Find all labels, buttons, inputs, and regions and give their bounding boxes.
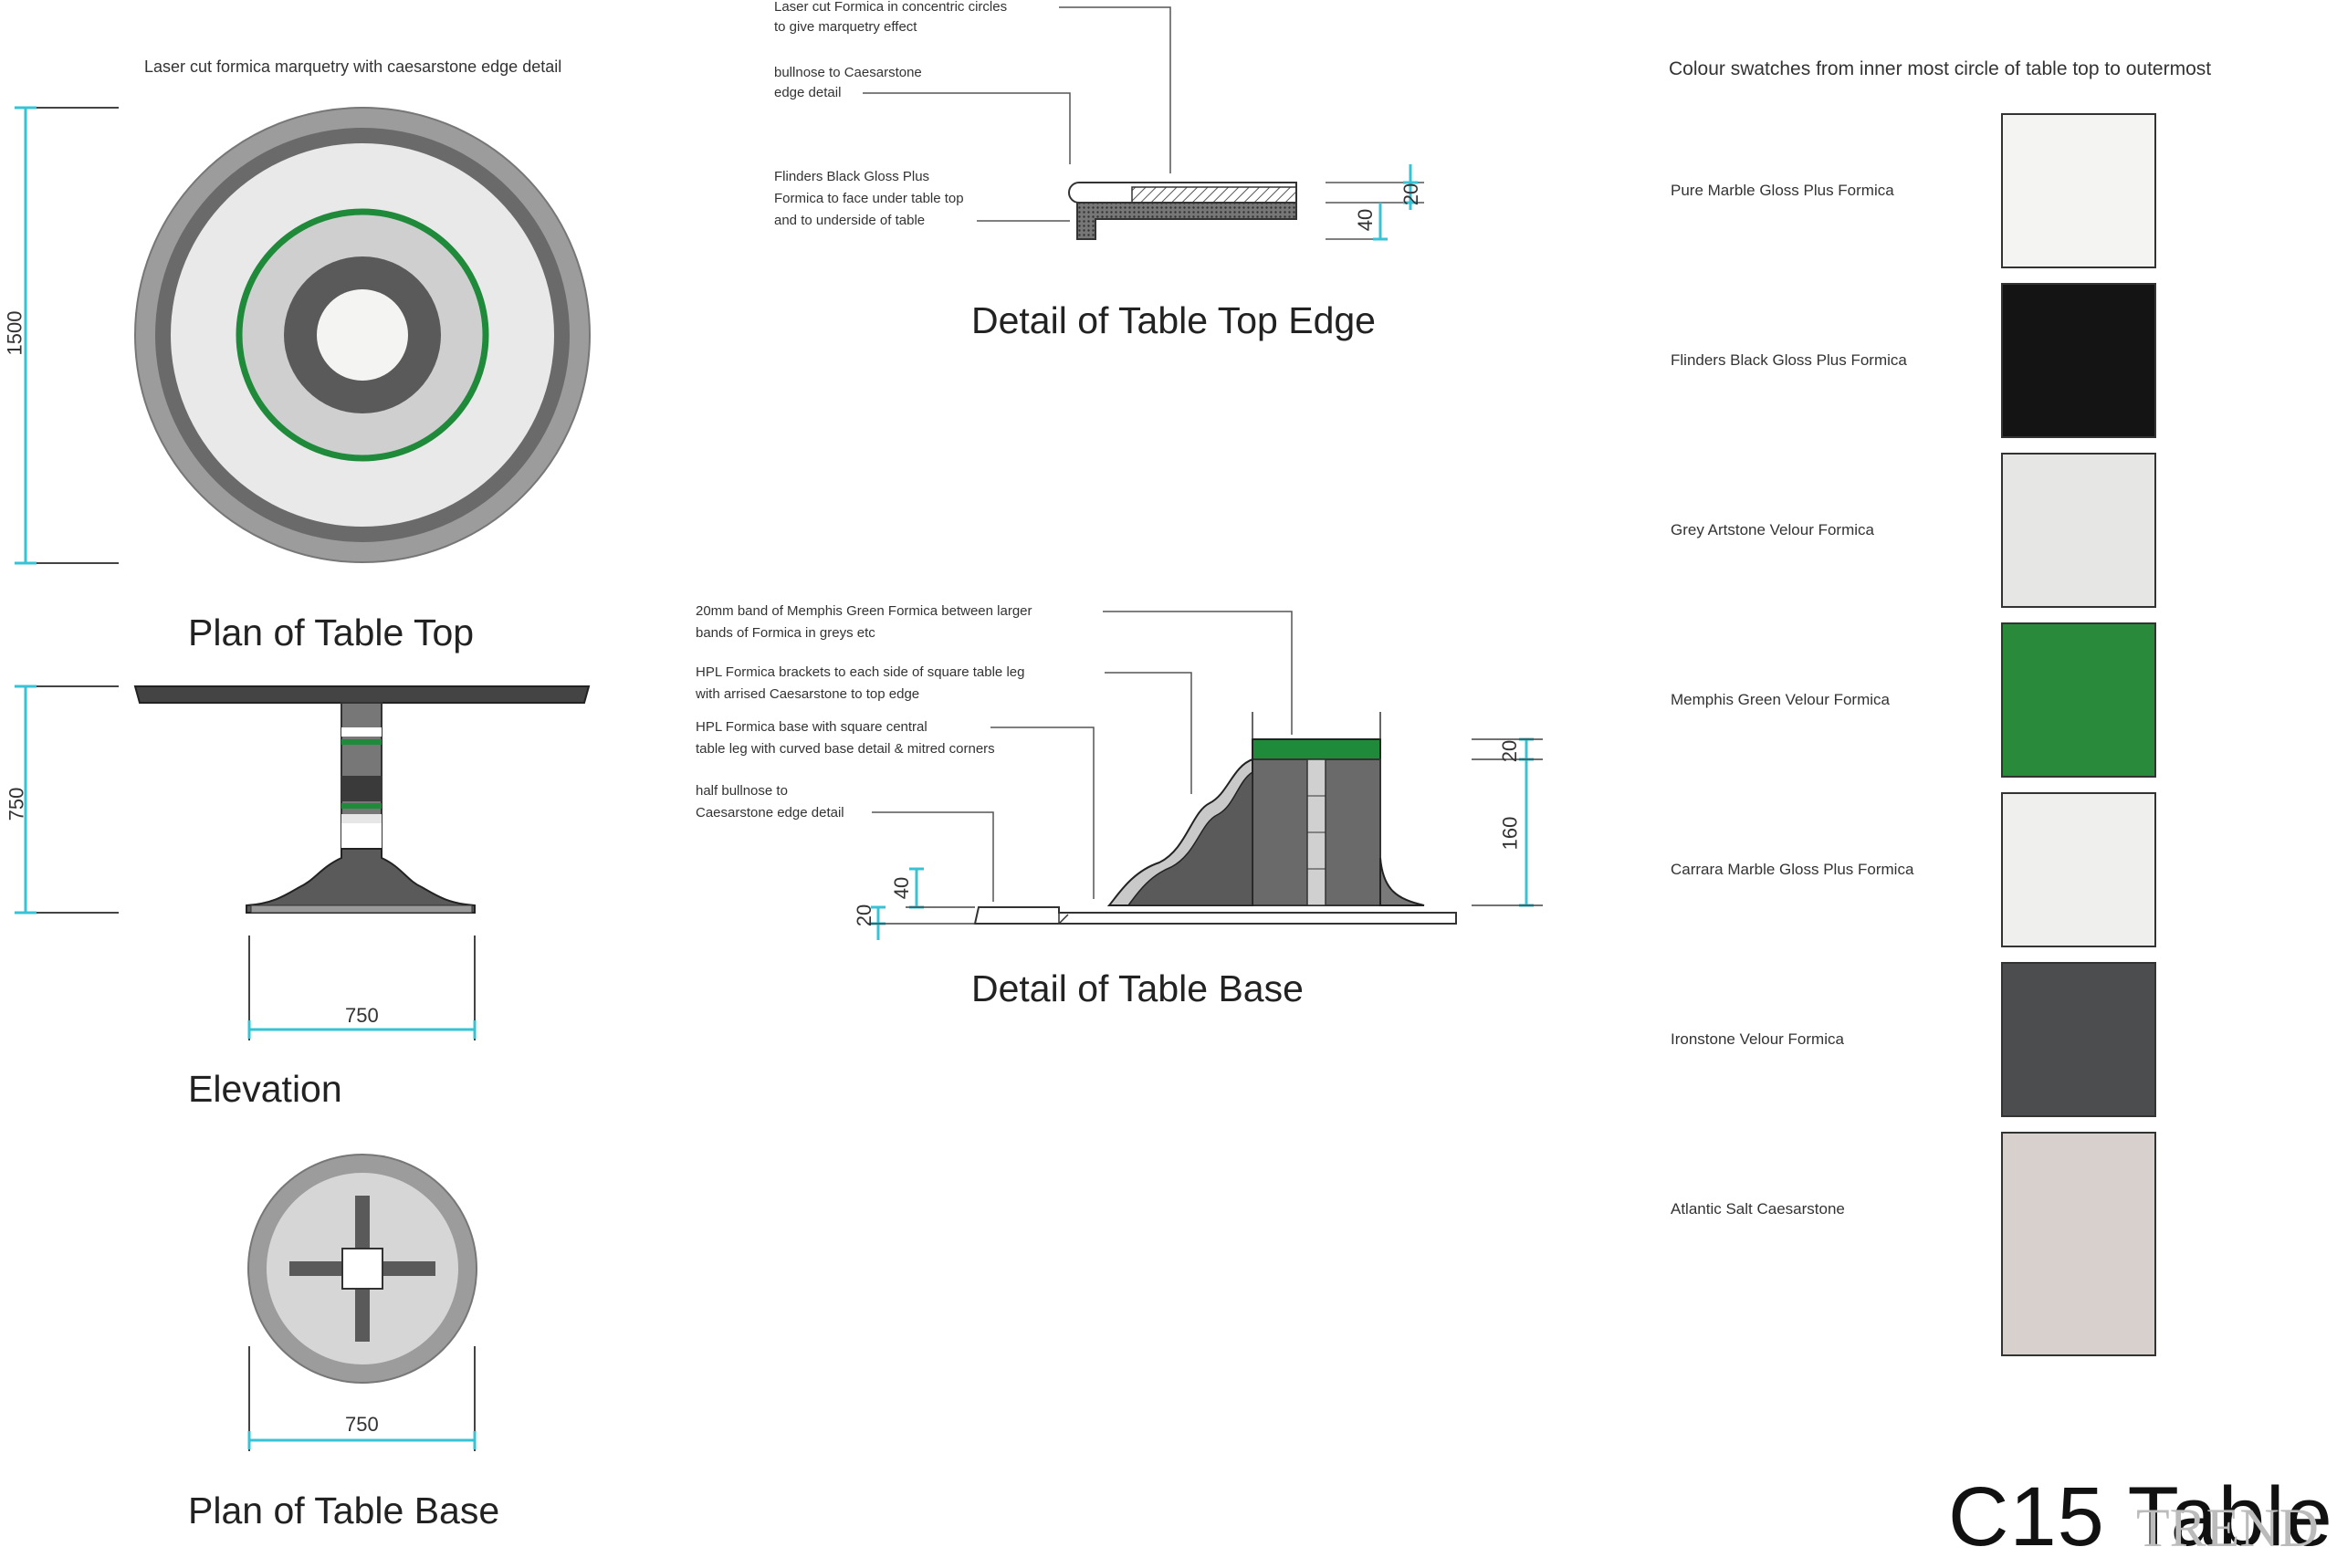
swatch-memphis-green <box>2001 622 2156 778</box>
detail-top-edge-leaders <box>863 6 1424 240</box>
swatch-label-memphis-green: Memphis Green Velour Formica <box>1671 691 1890 708</box>
swatch-pure-marble <box>2001 113 2156 268</box>
swatch-ironstone <box>2001 962 2156 1117</box>
base-dim-160: 160 <box>1498 816 1522 851</box>
base-dim-20-right: 20 <box>1498 739 1522 763</box>
base-note-7: half bullnose to <box>696 783 788 799</box>
plan-top-caption: Plan of Table Top <box>188 612 475 653</box>
plan-table-top-drawing <box>134 107 591 563</box>
plan-top-dimension-line <box>15 106 119 565</box>
detail-top-edge-caption: Detail of Table Top Edge <box>971 299 1376 341</box>
plan-top-dimension-label: 1500 <box>3 310 26 356</box>
plan-table-base-drawing <box>247 1154 477 1384</box>
plan-base-dimension <box>247 1346 477 1451</box>
detail-base-caption: Detail of Table Base <box>971 967 1304 1009</box>
base-note-4: with arrised Caesarstone to top edge <box>696 686 920 702</box>
watermark: TREND <box>2136 1498 2319 1558</box>
swatch-label-grey-artstone: Grey Artstone Velour Formica <box>1671 521 1874 538</box>
elevation-width-label: 750 <box>345 1004 379 1027</box>
base-dim-20-left: 20 <box>853 904 876 927</box>
top-edge-dim-20: 20 <box>1399 183 1423 206</box>
base-note-1: 20mm band of Memphis Green Formica betwe… <box>696 603 1032 619</box>
swatch-label-flinders-black: Flinders Black Gloss Plus Formica <box>1671 351 1907 369</box>
base-note-5: HPL Formica base with square central <box>696 719 927 735</box>
swatch-grey-artstone <box>2001 453 2156 608</box>
base-note-3: HPL Formica brackets to each side of squ… <box>696 664 1025 680</box>
detail-base-leaders <box>872 611 1293 902</box>
detail-top-edge-drawing <box>1068 182 1297 240</box>
elevation-drawing <box>133 685 591 914</box>
swatches-heading: Colour swatches from inner most circle o… <box>1669 58 2212 79</box>
elevation-height-dimension <box>15 685 119 915</box>
base-note-6: table leg with curved base detail & mitr… <box>696 741 995 757</box>
elevation-caption: Elevation <box>188 1068 342 1110</box>
plan-base-width-label: 750 <box>345 1413 379 1436</box>
drawing-title: C15 Table <box>1948 1470 2333 1563</box>
swatch-flinders-black <box>2001 283 2156 438</box>
elevation-height-label: 750 <box>5 787 28 821</box>
detail-base-drawing <box>973 712 1457 925</box>
swatch-label-atlantic-salt: Atlantic Salt Caesarstone <box>1671 1200 1845 1218</box>
top-edge-note-4: edge detail <box>774 85 842 100</box>
top-edge-note-7: and to underside of table <box>774 213 926 228</box>
base-note-8: Caesarstone edge detail <box>696 805 844 821</box>
top-edge-note-6: Formica to face under table top <box>774 191 964 206</box>
detail-base-dim-extensions <box>867 738 1543 925</box>
elevation-width-dimension <box>247 936 477 1040</box>
top-edge-note-1: Laser cut Formica in concentric circles <box>774 0 1008 15</box>
top-edge-note-3: bullnose to Caesarstone <box>774 65 922 80</box>
swatch-carrara-marble <box>2001 792 2156 947</box>
swatch-atlantic-salt <box>2001 1132 2156 1356</box>
swatch-label-pure-marble: Pure Marble Gloss Plus Formica <box>1671 182 1894 199</box>
detail-top-edge-dims <box>1373 164 1418 241</box>
top-edge-note-2: to give marquetry effect <box>774 19 917 35</box>
top-edge-note-5: Flinders Black Gloss Plus <box>774 169 930 184</box>
top-edge-dim-40: 40 <box>1354 208 1378 232</box>
swatch-label-ironstone: Ironstone Velour Formica <box>1671 1030 1844 1048</box>
swatch-label-carrara-marble: Carrara Marble Gloss Plus Formica <box>1671 861 1914 878</box>
base-note-2: bands of Formica in greys etc <box>696 625 875 641</box>
base-dim-40: 40 <box>890 876 914 900</box>
plan-top-note: Laser cut formica marquetry with caesars… <box>144 57 562 76</box>
plan-base-caption: Plan of Table Base <box>188 1490 500 1531</box>
